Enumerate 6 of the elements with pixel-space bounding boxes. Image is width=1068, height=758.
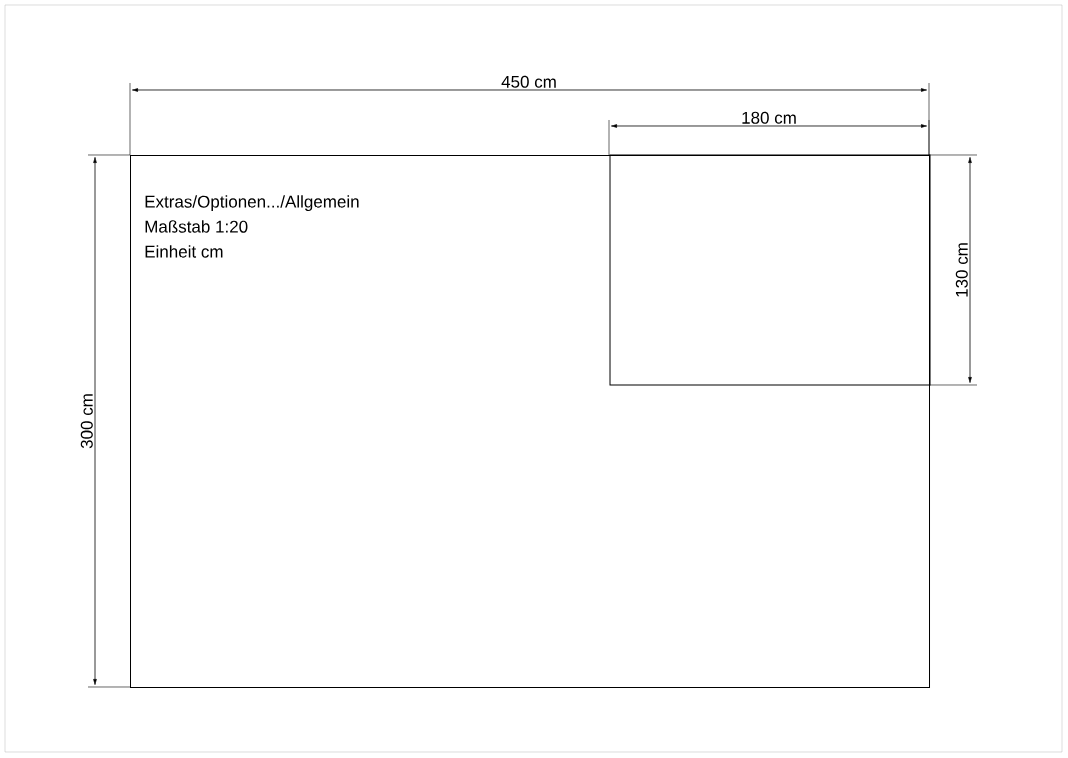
rectangle	[609, 154, 931, 386]
dimension-label: 300 cm	[80, 394, 93, 449]
dimension-label: 180 cm	[742, 111, 796, 124]
dimension-label: 130 cm	[955, 243, 968, 297]
note-text: Extras/Optionen.../Allgemein Maßstab 1:20 Einheit cm	[145, 195, 359, 258]
dimension-label: 450 cm	[501, 75, 556, 88]
